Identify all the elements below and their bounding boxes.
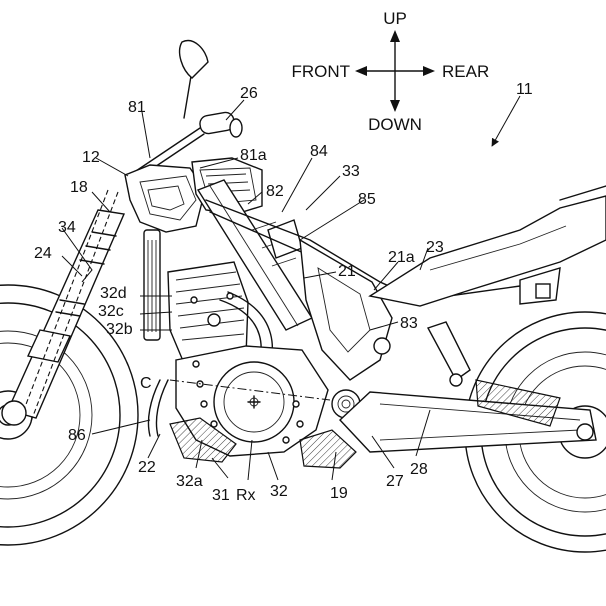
label-c: C [140,375,152,392]
label-11: 11 [516,81,533,98]
front-fork [1,189,126,426]
label-12: 12 [82,149,100,166]
label-18: 18 [70,179,88,196]
label-32b: 32b [106,321,133,338]
label-21a: 21a [388,249,415,266]
center-line-c [169,379,331,401]
label-81a: 81a [240,147,267,164]
label-84: 84 [310,143,328,160]
label-85: 85 [358,191,376,208]
label-27: 27 [386,473,404,490]
label-32c: 32c [98,303,124,320]
label-rx: Rx [236,487,256,504]
leader-lines [61,95,521,481]
skid-plate [169,417,357,469]
label-19: 19 [330,485,348,502]
label-28: 28 [410,461,428,478]
label-81: 81 [128,99,146,116]
seat [368,185,606,307]
radiator [143,229,169,437]
direction-down: DOWN [368,115,422,134]
label-83: 83 [400,315,418,332]
label-32a: 32a [176,473,203,490]
head-cowl [124,164,206,233]
label-33: 33 [342,163,360,180]
label-32: 32 [270,483,288,500]
label-22: 22 [138,459,156,476]
direction-up: UP [383,9,407,28]
direction-rear: REAR [442,62,489,81]
label-82: 82 [266,183,284,200]
label-31: 31 [212,487,230,504]
label-24: 24 [34,245,52,262]
label-21: 21 [338,263,356,280]
label-86: 86 [68,427,86,444]
label-32d: 32d [100,285,127,302]
label-34: 34 [58,219,76,236]
label-23: 23 [426,239,444,256]
direction-indicator [355,30,435,112]
swingarm [339,379,597,453]
direction-front: FRONT [291,62,350,81]
label-26: 26 [240,85,258,102]
